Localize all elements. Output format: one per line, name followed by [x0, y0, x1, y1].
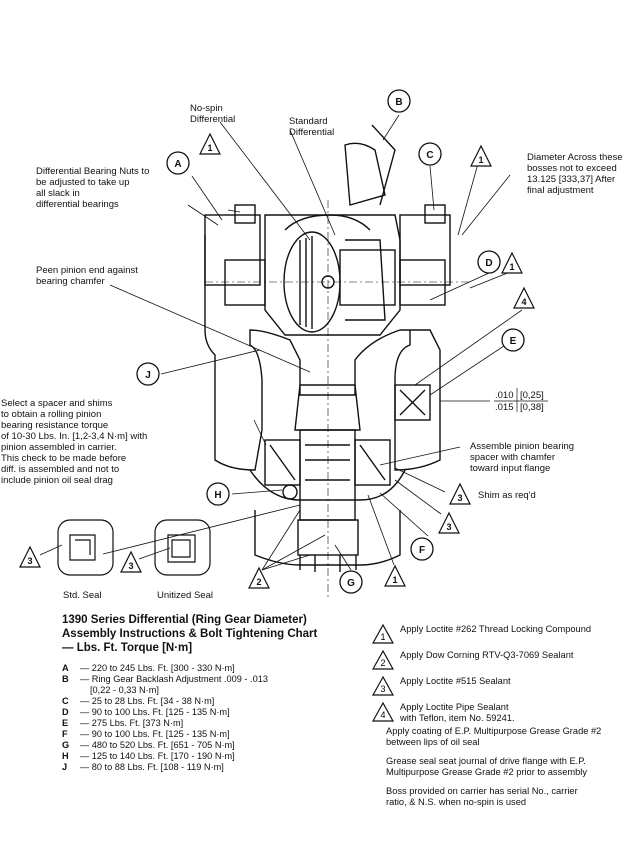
- label-spacer: Select a spacer and shims to obtain a ro…: [1, 398, 148, 486]
- svg-text:4: 4: [521, 297, 526, 307]
- triangle-3-unitized: 3: [120, 550, 142, 573]
- dim-010: .010: [495, 390, 514, 401]
- unitized-seal-detail: [154, 519, 211, 576]
- label-no-spin: No-spin Differential: [190, 103, 236, 125]
- svg-text:D: D: [485, 258, 492, 269]
- triangle-1-a: 1: [199, 132, 221, 155]
- torque-row: [0,22 - 0,33 N·m]: [90, 685, 159, 695]
- triangle-icon: 4: [372, 702, 394, 722]
- note-boss-serial: Boss provided on carrier has serial No.,…: [386, 786, 578, 807]
- dim-010-metric: [0,25]: [520, 390, 544, 401]
- triangle-1-d: 1: [501, 251, 523, 274]
- torque-row: A— 220 to 245 Lbs. Ft. [300 - 330 N·m]: [62, 663, 235, 673]
- label-standard: Standard Differential: [289, 116, 335, 138]
- svg-text:G: G: [347, 578, 355, 589]
- svg-text:1: 1: [392, 575, 397, 585]
- carrier-housing: [204, 235, 441, 471]
- torque-row: C— 25 to 28 Lbs. Ft. [34 - 38 N·m]: [62, 696, 215, 706]
- label-peen: Peen pinion end against bearing chamfer: [36, 265, 138, 287]
- svg-text:2: 2: [380, 658, 385, 668]
- svg-text:3: 3: [380, 684, 385, 694]
- legend-item: 1 Apply Loctite #262 Thread Locking Comp…: [372, 624, 591, 644]
- svg-text:C: C: [426, 150, 433, 161]
- torque-row: D— 90 to 100 Lbs. Ft. [125 - 135 N·m]: [62, 707, 230, 717]
- svg-text:E: E: [510, 336, 517, 347]
- ring-gear: [345, 239, 386, 321]
- torque-row: E— 275 Lbs. Ft. [373 N·m]: [62, 718, 184, 728]
- callout-h: H: [206, 482, 230, 506]
- triangle-2: 2: [248, 566, 270, 589]
- triangle-icon: 3: [372, 676, 394, 696]
- torque-row: B— Ring Gear Backlash Adjustment .009 - …: [62, 674, 268, 684]
- sealant-legend: 1 Apply Loctite #262 Thread Locking Comp…: [372, 624, 591, 730]
- label-assemble: Assemble pinion bearing spacer with cham…: [470, 441, 575, 474]
- svg-text:F: F: [419, 545, 425, 556]
- note-grease-oil-seal: Apply coating of E.P. Multipurpose Greas…: [386, 726, 602, 747]
- differential-cross-section: A B C D E J H F G 1 1 1 4 3 3 1 2 3 3 .0…: [19, 89, 548, 600]
- triangle-3-flange: 3: [438, 511, 460, 534]
- right-bearing-cap: [399, 214, 451, 286]
- label-std-seal: Std. Seal: [63, 590, 102, 601]
- svg-text:1: 1: [509, 262, 514, 272]
- torque-row: G— 480 to 520 Lbs. Ft. [651 - 705 N·m]: [62, 740, 235, 750]
- label-unitized-seal: Unitized Seal: [157, 590, 213, 601]
- triangle-1-c: 1: [470, 144, 492, 167]
- triangle-4: 4: [513, 286, 535, 309]
- svg-text:2: 2: [256, 577, 261, 587]
- label-bearing-nuts: Differential Bearing Nuts to be adjusted…: [36, 166, 150, 210]
- callout-c: C: [418, 142, 442, 166]
- svg-text:1: 1: [478, 155, 483, 165]
- svg-text:3: 3: [27, 556, 32, 566]
- svg-text:J: J: [145, 370, 151, 381]
- legend-item: 2 Apply Dow Corning RTV-Q3-7069 Sealant: [372, 650, 591, 670]
- callout-a: A: [166, 151, 190, 175]
- svg-text:1: 1: [207, 143, 212, 153]
- svg-text:B: B: [395, 97, 402, 108]
- svg-text:3: 3: [128, 561, 133, 571]
- label-shim: Shim as req'd: [478, 490, 536, 501]
- callout-f: F: [410, 537, 434, 561]
- svg-text:4: 4: [380, 710, 385, 720]
- dim-015-metric: [0,38]: [520, 402, 544, 413]
- torque-row: F— 90 to 100 Lbs. Ft. [125 - 135 N·m]: [62, 729, 230, 739]
- triangle-1-f: 1: [384, 564, 406, 587]
- torque-list: A— 220 to 245 Lbs. Ft. [300 - 330 N·m] B…: [62, 663, 268, 773]
- pinion-shaft: [299, 429, 356, 521]
- callout-b: B: [387, 89, 411, 113]
- std-seal-detail: [57, 519, 114, 576]
- differential-case: [264, 214, 401, 336]
- callout-d: D: [477, 250, 501, 274]
- legend-item: 3 Apply Loctite #515 Sealant: [372, 676, 591, 696]
- dim-015: .015: [495, 402, 514, 413]
- chart-title: 1390 Series Differential (Ring Gear Diam…: [62, 614, 318, 654]
- triangle-icon: 1: [372, 624, 394, 644]
- svg-text:A: A: [174, 159, 181, 170]
- callout-g: G: [339, 570, 363, 594]
- svg-text:3: 3: [457, 493, 462, 503]
- triangle-3-std: 3: [19, 545, 41, 568]
- torque-row: H— 125 to 140 Lbs. Ft. [170 - 190 N·m]: [62, 751, 235, 761]
- torque-row: J— 80 to 88 Lbs. Ft. [108 - 119 N·m]: [62, 762, 224, 772]
- pinion-gear: [294, 384, 361, 431]
- callout-j: J: [136, 362, 160, 386]
- triangle-icon: 2: [372, 650, 394, 670]
- svg-text:3: 3: [446, 522, 451, 532]
- callout-e: E: [501, 328, 525, 352]
- label-diameter: Diameter Across these bosses not to exce…: [527, 152, 623, 196]
- note-grease-seal-seat: Grease seal seat journal of drive flange…: [386, 756, 588, 777]
- left-bearing-cap: [204, 214, 261, 286]
- triangle-3-shim: 3: [449, 482, 471, 505]
- svg-text:1: 1: [380, 632, 385, 642]
- svg-text:H: H: [214, 490, 221, 501]
